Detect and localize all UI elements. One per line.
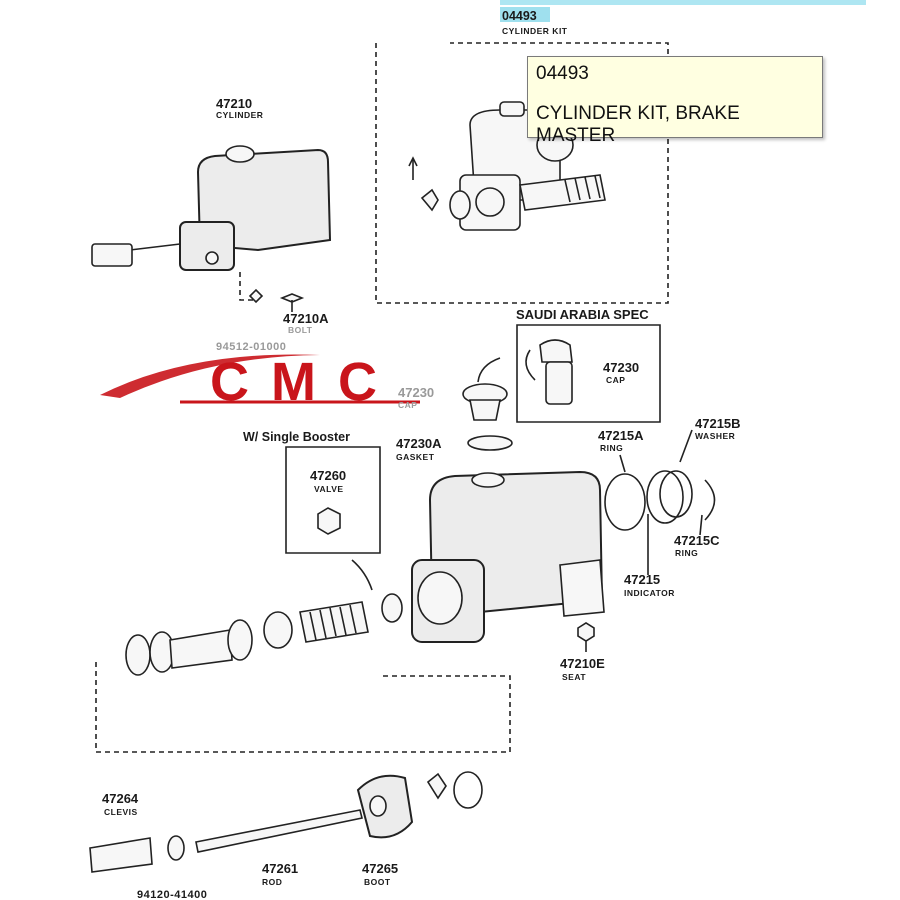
kit-boundary (375, 42, 669, 304)
part-num-47264[interactable]: 47264 (102, 791, 139, 806)
cmc-watermark: CMC (100, 352, 420, 412)
part-num-47215C[interactable]: 47215C (674, 533, 720, 548)
cylinder-47210-graphic (91, 145, 332, 304)
part-tooltip: 04493 CYLINDER KIT, BRAKE MASTER (527, 56, 823, 146)
tooltip-description: CYLINDER KIT, BRAKE MASTER (536, 103, 740, 146)
part-name-washer: WASHER (695, 431, 735, 441)
part-num-47261[interactable]: 47261 (262, 861, 298, 876)
kit-name: CYLINDER KIT (502, 26, 568, 36)
section-saudi-spec: SAUDI ARABIA SPEC (516, 307, 649, 322)
part-num-47260[interactable]: 47260 (310, 468, 346, 483)
watermark-text: CMC (210, 352, 399, 412)
pushrod-assembly-graphic (89, 771, 483, 873)
part-name-clevis: CLEVIS (104, 807, 138, 817)
part-name-cylinder: CYLINDER (216, 110, 263, 120)
kit-highlight-bar (500, 0, 866, 5)
gasket-graphic (467, 435, 513, 451)
part-num-47230A[interactable]: 47230A (396, 436, 442, 451)
part-num-47215A[interactable]: 47215A (598, 428, 644, 443)
part-name-rod: ROD (262, 877, 282, 887)
indicator-rings-graphic (604, 429, 716, 575)
part-name-seat: SEAT (562, 672, 586, 682)
piston-assembly-graphic (95, 593, 511, 753)
part-name-indicator: INDICATOR (624, 588, 675, 598)
kit-code[interactable]: 04493 (502, 9, 537, 23)
valve-leader (351, 559, 373, 591)
part-num-94512-01000[interactable]: 94512-01000 (216, 341, 286, 353)
part-name-boot: BOOT (364, 877, 391, 887)
part-name-cap-saudi: CAP (606, 375, 625, 385)
part-num-47210E[interactable]: 47210E (560, 656, 605, 671)
part-name-ring-c: RING (675, 548, 698, 558)
part-num-47210[interactable]: 47210 (216, 96, 252, 111)
valve-graphic (317, 507, 341, 535)
part-num-94120-41400[interactable]: 94120-41400 (137, 889, 207, 900)
master-cylinder-graphic (411, 470, 605, 643)
part-name-cap: CAP (398, 400, 417, 410)
part-num-47215[interactable]: 47215 (624, 572, 660, 587)
part-name-valve: VALVE (314, 484, 344, 494)
booster-box (285, 446, 381, 554)
part-name-gasket: GASKET (396, 452, 435, 462)
bolt-graphic (279, 293, 305, 312)
saudi-cap-graphic (477, 339, 573, 405)
cap-graphic (462, 383, 508, 421)
part-num-47230-saudi[interactable]: 47230 (603, 360, 639, 375)
part-num-47215B[interactable]: 47215B (695, 416, 741, 431)
part-name-bolt: BOLT (288, 325, 313, 335)
saudi-spec-box (516, 324, 661, 423)
section-single-booster: W/ Single Booster (243, 430, 350, 444)
kit-code-highlight (500, 7, 550, 22)
part-num-47210A[interactable]: 47210A (283, 311, 329, 326)
tooltip-code: 04493 (536, 63, 589, 84)
part-num-47265[interactable]: 47265 (362, 861, 398, 876)
part-name-ring-a: RING (600, 443, 623, 453)
part-num-47230[interactable]: 47230 (398, 385, 434, 400)
seat-graphic (577, 622, 595, 652)
